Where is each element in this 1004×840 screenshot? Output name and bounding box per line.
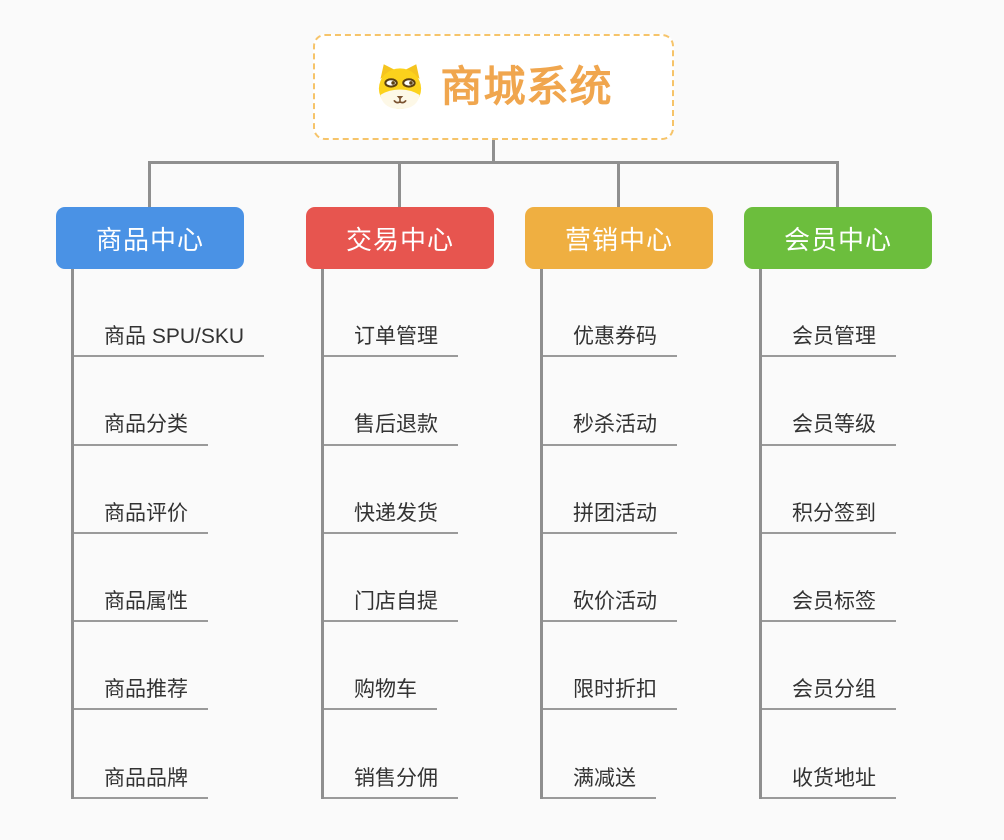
- leaf-label[interactable]: 拼团活动: [543, 502, 677, 534]
- branch-label: 商品中心: [95, 224, 204, 255]
- root-title: 商城系统: [440, 63, 613, 110]
- leaf-node: 门店自提: [324, 534, 494, 623]
- leaf-node: 会员等级: [762, 357, 932, 446]
- root-node[interactable]: 商城系统: [313, 34, 674, 140]
- leaf-node: 商品属性: [74, 534, 244, 623]
- branch-marketing-center: 营销中心 优惠券码 秒杀活动 拼团活动 砍价活动 限时折扣 满减送: [525, 207, 713, 799]
- leaf-node: 优惠券码: [543, 269, 713, 358]
- leaf-label[interactable]: 收货地址: [762, 767, 896, 799]
- branch-label: 营销中心: [564, 224, 673, 255]
- connector-drop-3: [617, 164, 620, 207]
- connector-horizontal: [148, 161, 839, 164]
- leaf-label[interactable]: 积分签到: [762, 502, 896, 534]
- leaf-node: 限时折扣: [543, 622, 713, 711]
- leaf-label[interactable]: 门店自提: [324, 590, 458, 623]
- leaf-node: 积分签到: [762, 446, 932, 534]
- branch-label: 会员中心: [783, 224, 892, 255]
- branch-children: 优惠券码 秒杀活动 拼团活动 砍价活动 限时折扣 满减送: [540, 269, 713, 799]
- leaf-node: 商品品牌: [74, 710, 244, 799]
- leaf-node: 商品 SPU/SKU: [74, 269, 265, 358]
- connector-root-stub: [492, 140, 495, 162]
- leaf-label[interactable]: 商品属性: [74, 590, 208, 623]
- leaf-label[interactable]: 会员管理: [762, 325, 896, 358]
- leaf-label[interactable]: 商品品牌: [74, 767, 208, 799]
- leaf-label[interactable]: 快递发货: [324, 502, 458, 534]
- branch-member-center: 会员中心 会员管理 会员等级 积分签到 会员标签 会员分组 收货地址: [744, 207, 932, 799]
- branch-header-product-center[interactable]: 商品中心: [56, 207, 244, 269]
- leaf-label[interactable]: 优惠券码: [543, 325, 677, 358]
- leaf-node: 销售分佣: [324, 710, 494, 799]
- branch-label: 交易中心: [345, 224, 454, 255]
- leaf-label[interactable]: 商品 SPU/SKU: [74, 325, 265, 358]
- leaf-label[interactable]: 砍价活动: [543, 590, 677, 623]
- leaf-label[interactable]: 秒杀活动: [543, 413, 677, 446]
- connector-drop-1: [148, 164, 151, 207]
- branch-children: 会员管理 会员等级 积分签到 会员标签 会员分组 收货地址: [759, 269, 932, 799]
- leaf-node: 订单管理: [324, 269, 494, 358]
- leaf-label[interactable]: 会员标签: [762, 590, 896, 623]
- leaf-node: 满减送: [543, 710, 713, 799]
- leaf-node: 砍价活动: [543, 534, 713, 623]
- leaf-label[interactable]: 购物车: [324, 678, 437, 711]
- leaf-node: 商品推荐: [74, 622, 244, 711]
- connector-drop-4: [836, 164, 839, 207]
- leaf-label[interactable]: 会员等级: [762, 413, 896, 446]
- leaf-node: 售后退款: [324, 357, 494, 446]
- leaf-node: 快递发货: [324, 446, 494, 534]
- branch-header-member-center[interactable]: 会员中心: [744, 207, 932, 269]
- leaf-node: 秒杀活动: [543, 357, 713, 446]
- branch-product-center: 商品中心 商品 SPU/SKU 商品分类 商品评价 商品属性 商品推荐 商品品牌: [56, 207, 265, 799]
- leaf-node: 商品分类: [74, 357, 244, 446]
- leaf-label[interactable]: 限时折扣: [543, 678, 677, 711]
- leaf-label[interactable]: 售后退款: [324, 413, 458, 446]
- leaf-node: 会员标签: [762, 534, 932, 623]
- branch-trade-center: 交易中心 订单管理 售后退款 快递发货 门店自提 购物车 销售分佣: [306, 207, 494, 799]
- leaf-label[interactable]: 订单管理: [324, 325, 458, 358]
- branch-children: 商品 SPU/SKU 商品分类 商品评价 商品属性 商品推荐 商品品牌: [71, 269, 265, 799]
- leaf-label[interactable]: 商品评价: [74, 502, 208, 534]
- leaf-node: 拼团活动: [543, 446, 713, 534]
- branch-header-trade-center[interactable]: 交易中心: [306, 207, 494, 269]
- leaf-node: 商品评价: [74, 446, 244, 534]
- leaf-label[interactable]: 商品推荐: [74, 678, 208, 711]
- leaf-node: 购物车: [324, 622, 494, 711]
- connector-drop-2: [398, 164, 401, 207]
- branch-children: 订单管理 售后退款 快递发货 门店自提 购物车 销售分佣: [321, 269, 494, 799]
- branch-header-marketing-center[interactable]: 营销中心: [525, 207, 713, 269]
- leaf-node: 收货地址: [762, 710, 932, 799]
- leaf-label[interactable]: 会员分组: [762, 678, 896, 711]
- leaf-node: 会员分组: [762, 622, 932, 711]
- leaf-label[interactable]: 满减送: [543, 767, 656, 799]
- dog-face-icon: [379, 64, 422, 109]
- leaf-label[interactable]: 商品分类: [74, 413, 208, 446]
- leaf-label[interactable]: 销售分佣: [324, 767, 458, 799]
- leaf-node: 会员管理: [762, 269, 932, 358]
